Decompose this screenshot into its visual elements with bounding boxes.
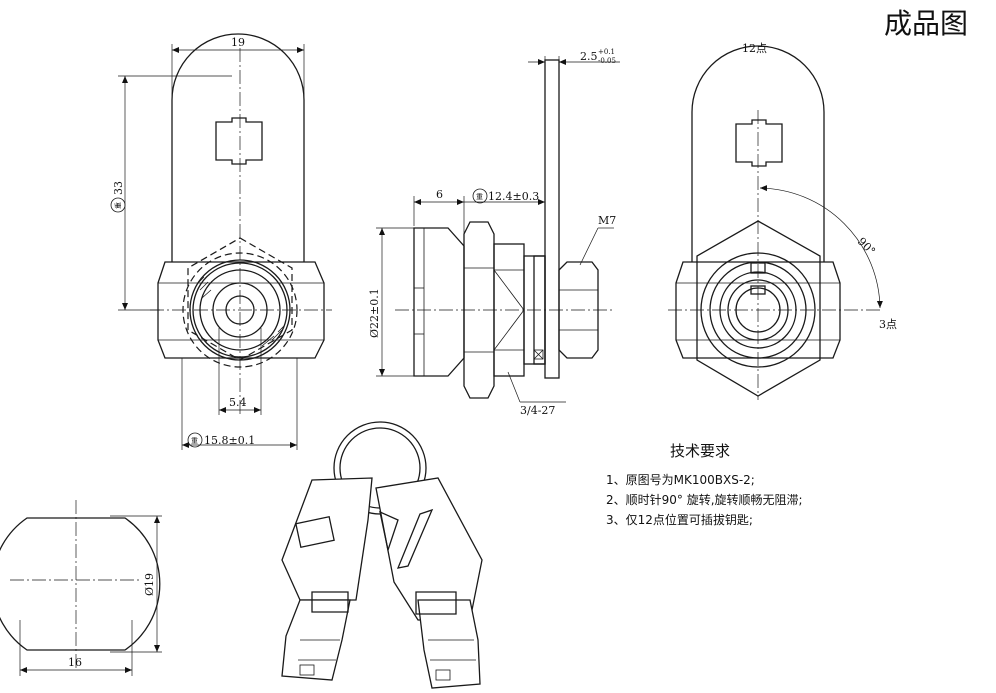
dim-nut-thread: M7 xyxy=(598,214,616,227)
dim-body-diameter: Ø22±0.1 xyxy=(368,288,381,338)
technical-requirements: 技术要求 1、原图号为MK100BXS-2; 2、顺时针90° 旋转,旋转顺畅无… xyxy=(606,442,803,527)
front-view-right: 90° 12点 3点 xyxy=(668,42,897,400)
circle-view: Ø19 16 xyxy=(0,500,162,676)
tech-item-3: 3、仅12点位置可插拔钥匙; xyxy=(606,512,753,527)
ref-mark-hex: 重 xyxy=(191,437,198,445)
dim-height-left: 33 xyxy=(112,181,125,195)
ref-mark-height: 重 xyxy=(115,202,123,209)
dim-plate-thickness: 2.5 xyxy=(580,50,598,63)
dim-side-depth: 6 xyxy=(436,188,443,201)
tech-item-2: 2、顺时针90° 旋转,旋转顺畅无阻滞; xyxy=(606,492,803,507)
dim-plate-tol-plus: +0.1 xyxy=(598,48,615,56)
dim-circle-diameter: Ø19 xyxy=(143,573,156,596)
angle-90: 90° xyxy=(855,235,878,258)
side-view: 6 重 12.4±0.3 2.5 +0.1 -0.05 Ø22±0.1 M7 3… xyxy=(368,48,620,417)
tech-item-1: 1、原图号为MK100BXS-2; xyxy=(606,473,755,487)
tech-heading: 技术要求 xyxy=(670,442,730,460)
front-view-left: 19 重 33 5.4 重 15.8±0.1 xyxy=(110,33,332,450)
dim-plate-tol-minus: -0.05 xyxy=(598,57,616,65)
keys-illustration xyxy=(281,421,483,689)
dim-thread: 3/4-27 xyxy=(520,404,555,417)
dim-hex-bottom: 15.8±0.1 xyxy=(204,434,255,447)
dim-circle-flat: 16 xyxy=(68,656,82,669)
drawing-title: 成品图 xyxy=(884,7,968,40)
label-3-oclock: 3点 xyxy=(879,318,897,331)
dim-slot-width: 5.4 xyxy=(229,396,247,409)
ref-mark-length: 重 xyxy=(476,193,483,201)
dim-width-top: 19 xyxy=(231,36,245,49)
dim-side-length: 12.4±0.3 xyxy=(488,190,539,203)
label-12-oclock: 12点 xyxy=(742,42,767,55)
